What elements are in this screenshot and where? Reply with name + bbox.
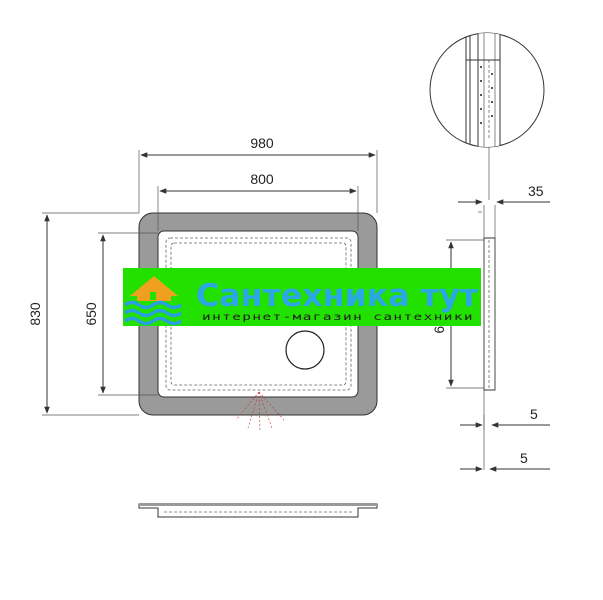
watermark-subtitle: интернет-магазин сантехники <box>202 312 474 323</box>
dimension-35-label: 35 <box>528 183 544 199</box>
dimension-830: 830 <box>27 212 139 416</box>
mirror-side-view: 620 <box>431 205 496 470</box>
dimension-980: 980 <box>138 135 378 213</box>
dimension-650: 650 <box>83 232 158 396</box>
dimension-800-label: 800 <box>250 171 274 187</box>
dimension-5-top: 5 <box>460 406 550 430</box>
watermark-banner: Сантехника тут интернет-магазин сантехни… <box>123 268 481 326</box>
house-waves-logo-icon <box>123 276 183 326</box>
watermark-green-band <box>123 268 481 326</box>
dimension-5-bottom: 5 <box>460 450 550 472</box>
dimension-5-bottom-label: 5 <box>520 450 528 466</box>
side-profile-body <box>483 237 496 391</box>
dimension-650-label: 650 <box>83 302 99 326</box>
watermark-title: Сантехника тут <box>196 278 478 314</box>
dimension-35: 35 <box>458 183 550 205</box>
dimension-800: 800 <box>157 171 359 231</box>
cosmetic-mirror-circle <box>285 330 325 370</box>
sensor-rays <box>235 391 285 433</box>
mirror-bottom-view <box>138 503 378 518</box>
detail-callout <box>429 32 545 200</box>
dimension-980-label: 980 <box>250 135 274 151</box>
dimension-5-top-label: 5 <box>530 406 538 422</box>
dimension-830-label: 830 <box>27 302 43 326</box>
